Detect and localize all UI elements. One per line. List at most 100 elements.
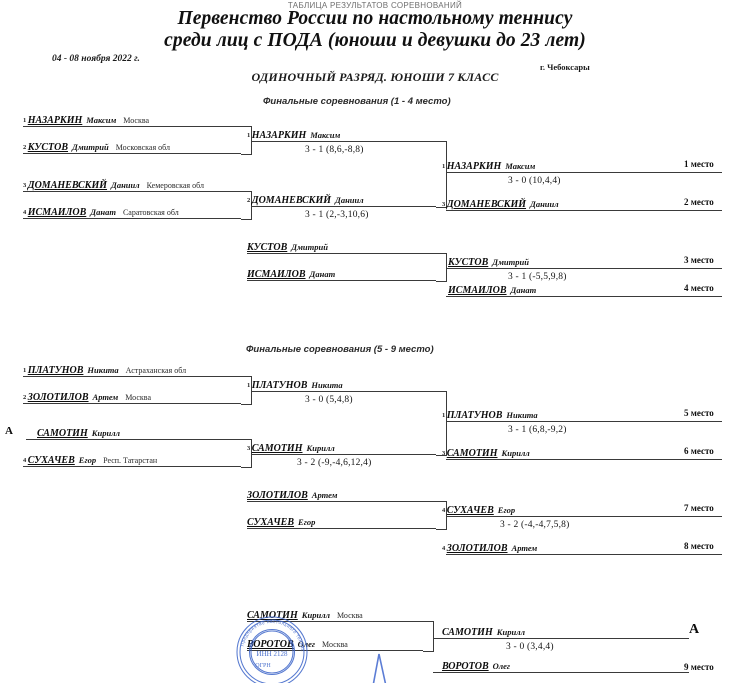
bracket-entry: СУХАЧЕВ Егор (247, 515, 315, 528)
bracket-connector (241, 376, 252, 405)
seed-number: 2 (23, 144, 27, 151)
seed-number: 1 (442, 163, 446, 170)
player-firstname: Егор (78, 455, 97, 465)
player-firstname: Данат (510, 285, 537, 295)
entry-rule (23, 466, 241, 467)
player-surname: ДОМАНЕВСКИЙ (251, 195, 332, 206)
player-region: Москва (336, 611, 363, 620)
entry-rule (446, 421, 722, 422)
player-surname: СУХАЧЕВ (27, 455, 75, 466)
player-region: Саратовская обл (122, 208, 179, 217)
stamp-ogrn-text: ОГРН (255, 663, 271, 669)
seed-number: 1 (247, 132, 251, 139)
group-marker-a: A (5, 425, 13, 437)
player-surname: ДОМАНЕВСКИЙ (446, 199, 527, 210)
player-region: Московская обл (115, 143, 171, 152)
player-surname: ВОРОТОВ (442, 661, 489, 672)
player-firstname: Дмитрий (492, 257, 529, 267)
entry-rule (446, 554, 722, 555)
player-region: Кемеровская обл (146, 181, 204, 190)
entry-rule (446, 172, 722, 173)
entry-rule (446, 268, 722, 269)
entry-rule (26, 439, 241, 440)
player-surname: ВОРОТОВ (247, 639, 294, 650)
final-place-label: 5 место (684, 408, 714, 418)
event-city: г. Чебоксары (540, 62, 590, 72)
bracket-connector (436, 253, 447, 282)
player-surname: НАЗАРКИН (251, 130, 307, 141)
seed-number: 3 (23, 182, 27, 189)
player-firstname: Даниил (111, 180, 140, 190)
entry-rule (23, 403, 241, 404)
entry-rule (23, 191, 241, 192)
final-place-label: 2 место (684, 197, 714, 207)
section-caption-top: Финальные соревнования (1 - 4 место) (263, 96, 451, 107)
player-firstname: Кирилл (501, 448, 530, 458)
player-firstname: Кирилл (91, 428, 120, 438)
player-firstname: Данат (90, 207, 116, 217)
player-surname: СУХАЧЕВ (446, 505, 494, 516)
player-firstname: Максим (505, 161, 536, 171)
bracket-entry: САМОТИН Кирилл (442, 625, 525, 638)
final-place-label: 3 место (684, 255, 714, 265)
player-firstname: Дмитрий (72, 142, 109, 152)
bracket-connector (241, 126, 252, 155)
bracket-entry: САМОТИН Кирилл (37, 426, 120, 439)
player-surname: САМОТИН (37, 428, 88, 439)
player-firstname: Егор (497, 505, 516, 515)
entry-rule (433, 638, 689, 639)
seed-number: 2 (247, 197, 251, 204)
match-score: 3 - 0 (5,4,8) (305, 395, 353, 405)
final-place-label: 1 место (684, 159, 714, 169)
match-score: 3 - 0 (10,4,4) (508, 176, 561, 186)
document-title-line2: среди лиц с ПОДА (юноши и девушки до 23 … (164, 30, 586, 51)
seed-number: 3 (247, 445, 251, 452)
bracket-connector (436, 501, 447, 530)
entry-rule (433, 672, 689, 673)
player-surname: КУСТОВ (27, 142, 69, 153)
player-firstname: Максим (310, 130, 341, 140)
event-dates: 04 - 08 ноября 2022 г. (52, 54, 140, 64)
final-place-label: 8 место (684, 541, 714, 551)
bracket-entry: САМОТИН Кирилл Москва (247, 608, 363, 621)
player-firstname: Артем (511, 543, 538, 553)
player-region: Москва (125, 393, 152, 402)
stamp-inn-text: ИНН 2128 (257, 650, 288, 658)
entry-rule (23, 153, 241, 154)
bracket-connector (241, 439, 252, 468)
player-surname: ПЛАТУНОВ (446, 410, 503, 421)
player-surname: ИСМАИЛОВ (448, 285, 507, 296)
player-surname: САМОТИН (446, 448, 498, 459)
entry-rule (23, 126, 241, 127)
player-region: Респ. Татарстан (103, 456, 158, 465)
player-firstname: Никита (506, 410, 538, 420)
entry-rule (446, 210, 722, 211)
seed-number: 1 (442, 412, 446, 419)
match-score: 3 - 1 (-5,5,9,8) (508, 272, 567, 282)
seed-number: 3 (442, 201, 446, 208)
player-surname: КУСТОВ (247, 242, 288, 253)
seed-number: 4 (442, 507, 446, 514)
player-firstname: Олег (297, 639, 316, 649)
player-firstname: Артем (311, 490, 338, 500)
entry-rule (251, 206, 436, 207)
bracket-entry: ВОРОТОВ Олег (442, 659, 510, 672)
player-surname: САМОТИН (251, 443, 303, 454)
document-title-line1: Первенство России по настольному теннису (177, 8, 573, 29)
bracket-entry: КУСТОВ Дмитрий (247, 240, 328, 253)
player-region: Москва (123, 116, 150, 125)
player-region: Астраханская обл (125, 366, 187, 375)
bracket-connector (436, 391, 447, 456)
player-surname: ЗОЛОТИЛОВ (247, 490, 308, 501)
player-surname: САМОТИН (247, 610, 298, 621)
player-firstname: Дмитрий (291, 242, 328, 252)
player-surname: ПЛАТУНОВ (27, 365, 84, 376)
